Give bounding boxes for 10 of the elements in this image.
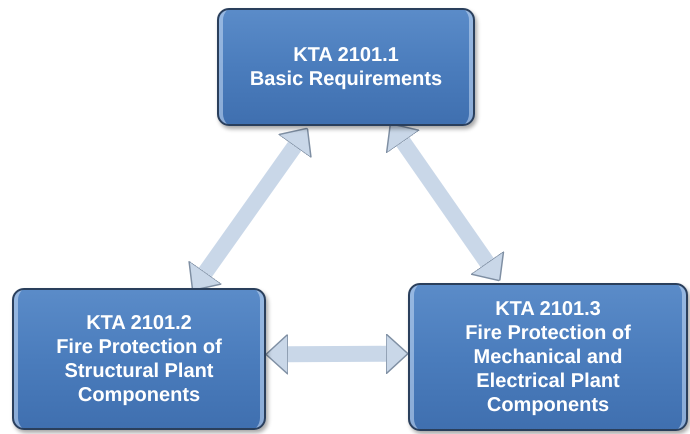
box-text: Basic Requirements (250, 67, 442, 91)
box-heading: KTA 2101.1 (293, 43, 399, 67)
double-arrow (265, 333, 409, 376)
process-box (408, 283, 688, 431)
box-text: Fire Protection of Mechanical and Electrical Plant Components (464, 321, 632, 417)
box-text: Fire Protection of Structural Plant Components (55, 335, 223, 407)
box-heading: KTA 2101.2 (86, 311, 192, 335)
process-box (217, 8, 475, 126)
box-heading: KTA 2101.3 (495, 297, 601, 321)
process-box (12, 288, 266, 430)
